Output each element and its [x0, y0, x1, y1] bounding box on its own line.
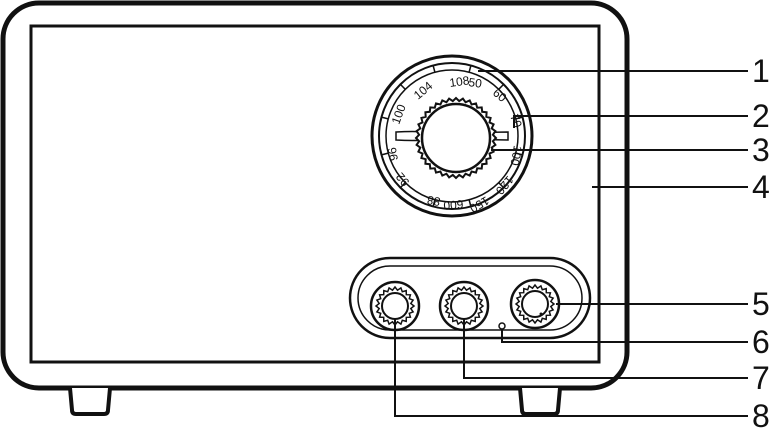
callout-number-2: 2: [752, 98, 770, 134]
dial-tick: [468, 65, 472, 73]
callout-number-1: 1: [752, 53, 770, 89]
leader-lines: [394, 70, 748, 417]
dial-tick: [515, 152, 523, 156]
dial-tick: [381, 152, 389, 156]
dial-tick: [399, 83, 406, 90]
callout-number-4: 4: [752, 169, 770, 205]
dial-tick: [498, 83, 505, 90]
right-knob[interactable]: [509, 278, 561, 330]
callout-number-6: 6: [752, 324, 770, 360]
right-foot: [518, 387, 562, 416]
leader-line-7: [463, 318, 748, 379]
left-foot: [68, 387, 112, 416]
dial-tick: [432, 199, 436, 207]
left-knob-cap[interactable]: [381, 292, 409, 320]
am-label: 600: [442, 197, 463, 213]
tuning-knob[interactable]: [420, 102, 492, 174]
fm-label: 88: [426, 193, 442, 209]
dial-tick: [468, 199, 472, 207]
indicator-led: [498, 322, 506, 330]
callout-number-3: 3: [752, 132, 770, 168]
callout-number-5: 5: [752, 286, 770, 322]
leader-line-2: [513, 115, 748, 128]
callout-number-7: 7: [752, 360, 770, 396]
fm-label: 96: [385, 146, 401, 162]
dial-scale-ring: [385, 69, 519, 203]
right-knob-cap[interactable]: [521, 290, 549, 318]
dial-tick: [498, 182, 505, 189]
leader-line-6: [501, 329, 748, 343]
left-knob[interactable]: [369, 280, 421, 332]
right-knob-dot: [539, 312, 543, 316]
middle-knob[interactable]: [438, 280, 490, 332]
dial-tick: [515, 116, 523, 120]
dial-tick: [399, 182, 406, 189]
fm-label: 108: [448, 73, 470, 90]
fm-label: 100: [389, 102, 409, 126]
am-label: 50: [468, 75, 483, 91]
leader-line-8: [394, 318, 748, 417]
dial-tick: [432, 65, 436, 73]
dial-tick-marks: [381, 65, 523, 207]
dial-tick: [381, 116, 389, 120]
fm-scale-labels: 108 104 100 96 92 88: [385, 73, 471, 209]
middle-knob-cap[interactable]: [450, 292, 478, 320]
callout-number-8: 8: [752, 398, 770, 434]
dial-bezel-inner: [378, 62, 526, 210]
